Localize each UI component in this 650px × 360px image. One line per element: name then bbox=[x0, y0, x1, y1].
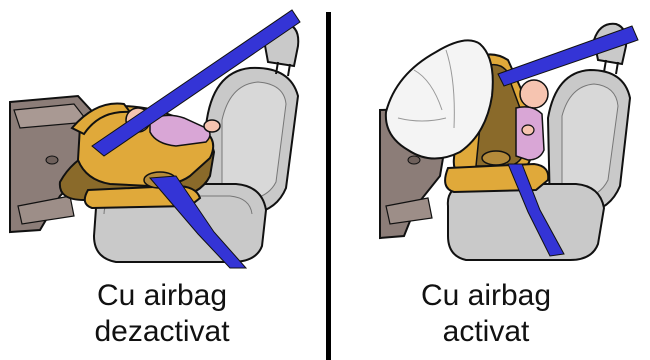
caption-line1: Cu airbag bbox=[386, 278, 586, 314]
panel-airbag-activated: Cu airbag activat bbox=[336, 0, 650, 360]
caption-line2: dezactivat bbox=[62, 314, 262, 350]
scene-airbag-activated bbox=[336, 0, 650, 270]
baby-icon bbox=[516, 80, 548, 160]
caption-line1: Cu airbag bbox=[62, 278, 262, 314]
caption-airbag-deactivated: Cu airbag dezactivat bbox=[62, 278, 262, 350]
panel-airbag-deactivated: Cu airbag dezactivat bbox=[0, 0, 322, 360]
panel-divider bbox=[326, 12, 331, 360]
caption-airbag-activated: Cu airbag activat bbox=[386, 278, 586, 350]
caption-line2: activat bbox=[386, 314, 586, 350]
scene-airbag-deactivated bbox=[0, 0, 322, 270]
